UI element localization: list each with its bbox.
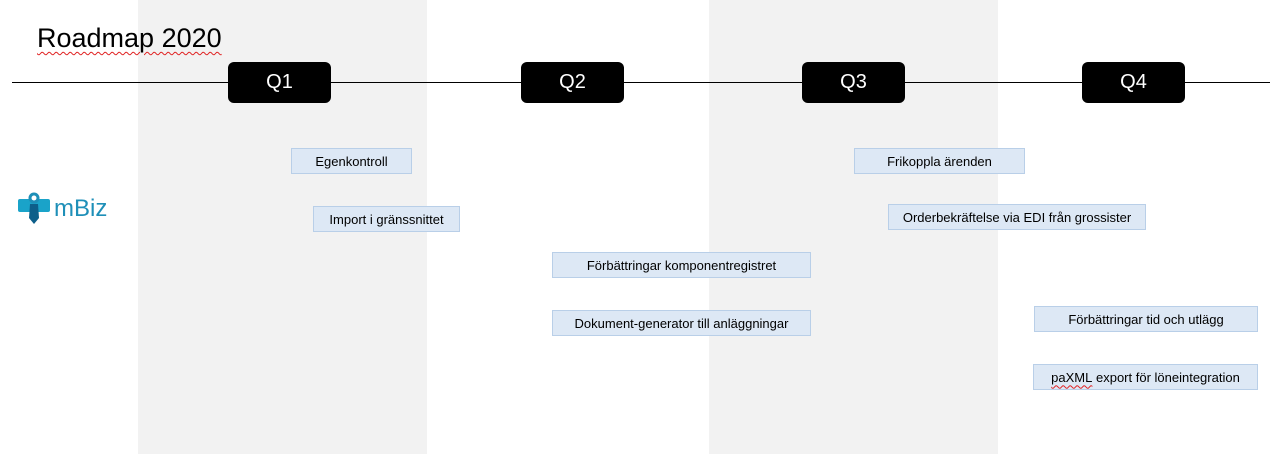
mbiz-logo: mBiz — [18, 192, 107, 226]
quarter-q2: Q2 — [521, 62, 624, 103]
roadmap-item-dokument-generator: Dokument-generator till anläggningar — [552, 310, 811, 336]
roadmap-item-komponentregistret: Förbättringar komponentregistret — [552, 252, 811, 278]
logo-text: mBiz — [54, 195, 108, 222]
roadmap-item-egenkontroll: Egenkontroll — [291, 148, 412, 174]
roadmap-item-orderbekraftelse: Orderbekräftelse via EDI från grossister — [888, 204, 1146, 230]
paxml-text: paXML — [1051, 369, 1093, 385]
quarter-q4: Q4 — [1082, 62, 1185, 103]
export-text: export för löneintegration — [1092, 369, 1240, 385]
roadmap-item-tid-utlagg: Förbättringar tid och utlägg — [1034, 306, 1258, 332]
roadmap-item-import: Import i gränssnittet — [313, 206, 460, 232]
roadmap-item-paxml-export: paXML export för löneintegration — [1033, 364, 1258, 390]
timeline-line — [12, 82, 1270, 83]
quarter-q1: Q1 — [228, 62, 331, 103]
mbiz-logo-icon — [18, 192, 50, 224]
quarter-q3: Q3 — [802, 62, 905, 103]
page-title: Roadmap 2020 — [37, 23, 222, 53]
roadmap-item-frikoppla: Frikoppla ärenden — [854, 148, 1025, 174]
